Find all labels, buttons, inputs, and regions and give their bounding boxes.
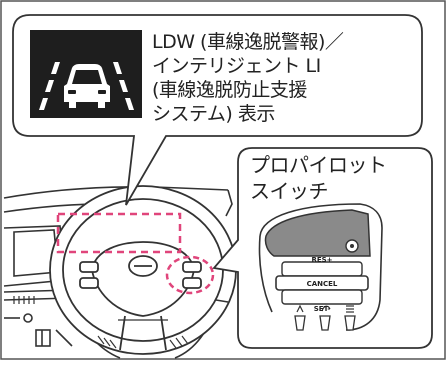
lane-icon bbox=[346, 305, 354, 313]
steering-wheel bbox=[49, 185, 237, 355]
indicator-callout-line3: (車線逸脱防止支援 bbox=[152, 79, 307, 101]
lane-button bbox=[344, 315, 356, 331]
distance-icon bbox=[296, 304, 304, 313]
indicator-callout-line4: システム) 表示 bbox=[152, 103, 275, 125]
dash-right bbox=[215, 189, 233, 303]
cancel-label: CANCEL bbox=[307, 280, 338, 288]
indicator-callout-line1: LDW (車線逸脱警報)／ bbox=[152, 31, 344, 53]
res-button bbox=[281, 261, 363, 277]
switch-callout-line1: プロパイロット bbox=[250, 153, 387, 177]
distance-button bbox=[294, 315, 306, 331]
propilot-switch-illustration: RES+ CANCEL SET- bbox=[258, 203, 383, 331]
car-details bbox=[68, 70, 106, 94]
meter-highlight bbox=[56, 212, 182, 254]
indicator-callout-line2: インテリジェント LI bbox=[152, 55, 321, 77]
res-label: RES+ bbox=[311, 256, 332, 264]
steering-icon bbox=[321, 305, 331, 312]
set-label: SET- bbox=[314, 305, 331, 313]
switch-highlight bbox=[165, 255, 215, 295]
wheel-grip-texture bbox=[97, 335, 189, 349]
set-button bbox=[281, 289, 363, 305]
steering-assist-button bbox=[319, 315, 331, 331]
switch-callout-line2: スイッチ bbox=[250, 179, 329, 203]
